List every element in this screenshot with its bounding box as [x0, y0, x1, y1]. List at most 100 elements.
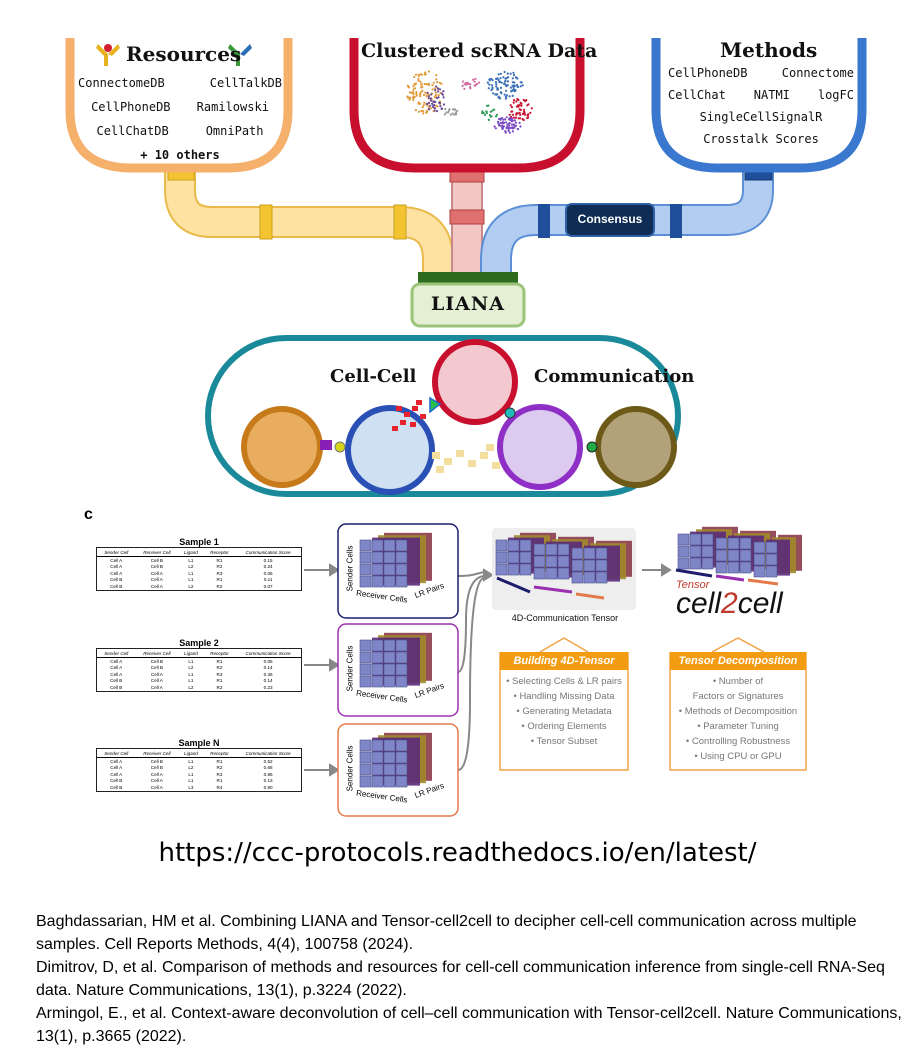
umap-point — [423, 73, 426, 76]
umap-point — [423, 82, 426, 86]
table-cell: R1 — [216, 778, 223, 784]
tensor-final-cubes — [677, 526, 802, 578]
table-cell: Cell B — [110, 678, 123, 684]
umap-point — [438, 81, 442, 84]
table-cell: Cell A — [110, 665, 123, 671]
table-cell: Cell A — [150, 678, 163, 684]
umap-point — [504, 118, 507, 121]
umap-point — [432, 81, 435, 84]
umap-point — [512, 86, 515, 89]
column-header: Receiver Cell — [135, 548, 179, 557]
umap-point — [411, 90, 415, 93]
umap-point — [420, 73, 424, 76]
table-cell: 0.14 — [263, 678, 273, 684]
umap-point — [519, 101, 522, 104]
umap-point — [515, 113, 518, 116]
table-cell: R2 — [216, 583, 223, 589]
umap-point — [502, 118, 505, 121]
sender-cells-label: Sender Cells — [345, 545, 355, 592]
method-item: CellChat — [668, 88, 726, 102]
building-item: • Selecting Cells & LR pairs — [506, 676, 622, 687]
umap-point — [502, 76, 505, 79]
umap-scatter — [406, 70, 533, 134]
umap-point — [455, 113, 458, 116]
table-cell: Cell B — [110, 684, 123, 690]
liana-box — [410, 282, 526, 328]
column-header: Ligand — [178, 649, 204, 658]
umap-point — [432, 100, 435, 103]
umap-point — [414, 73, 418, 76]
protocol-url[interactable]: https://ccc-protocols.readthedocs.io/en/… — [158, 838, 757, 868]
umap-point — [419, 95, 422, 98]
umap-point — [438, 88, 442, 91]
umap-point — [499, 86, 503, 89]
umap-point — [493, 108, 496, 111]
umap-point — [514, 89, 517, 92]
building-panel: Building 4D-Tensor • Selecting Cells & L… — [500, 652, 628, 749]
umap-point — [521, 84, 524, 87]
umap-point — [527, 103, 530, 106]
sender-cells-label: Sender Cells — [345, 745, 355, 792]
panel-letter: c — [84, 506, 93, 523]
tensor-cube — [753, 534, 802, 578]
umap-point — [488, 114, 492, 117]
building-panel-frame — [499, 637, 629, 771]
red-ligands — [392, 400, 426, 431]
umap-point — [513, 124, 516, 127]
umap-point — [419, 91, 422, 94]
table-cell: L3 — [188, 784, 194, 790]
umap-point — [517, 85, 520, 88]
table-cell: 0.24 — [263, 564, 273, 570]
umap-point — [428, 108, 431, 111]
building-item: • Tensor Subset — [530, 736, 598, 747]
table-cell: Cell A — [110, 564, 123, 570]
umap-point — [511, 94, 514, 97]
umap-point — [499, 124, 502, 127]
cell-orange — [241, 406, 323, 488]
umap-point — [429, 97, 432, 100]
umap-point — [412, 88, 415, 91]
methods-vessel — [651, 38, 867, 173]
umap-point — [438, 101, 441, 104]
tensor-axis-bars — [496, 568, 779, 600]
logo-part: cell — [676, 587, 722, 620]
umap-point — [486, 81, 489, 84]
umap-point — [436, 80, 439, 84]
umap-point — [442, 103, 446, 106]
umap-point — [427, 70, 431, 73]
umap-point — [433, 103, 436, 107]
umap-point — [443, 113, 446, 116]
umap-point — [503, 82, 506, 85]
umap-point — [497, 96, 500, 99]
umap-point — [511, 84, 514, 87]
umap-point — [514, 76, 518, 79]
references: Baghdassarian, HM et al. Combining LIANA… — [36, 910, 906, 1048]
table-cell: R1 — [216, 577, 223, 583]
umap-point — [526, 117, 529, 120]
umap-point — [426, 91, 429, 94]
cell-olive — [595, 406, 677, 488]
decomp-title: Tensor Decomposition — [678, 655, 798, 667]
umap-point — [435, 97, 439, 100]
method-item: NATMI — [753, 88, 790, 102]
cell-red — [432, 339, 518, 425]
table-cell: 0.06 — [263, 570, 273, 576]
methods-title: Methods — [720, 38, 818, 62]
table-cell: L1 — [188, 758, 194, 764]
column-header: Communication Score — [235, 749, 301, 758]
tensor4d-cubes — [495, 532, 632, 584]
umap-point — [513, 126, 516, 129]
umap-point — [530, 107, 533, 110]
umap-point — [437, 94, 440, 97]
umap-point — [508, 131, 511, 134]
umap-point — [518, 121, 521, 124]
umap-point — [412, 98, 415, 101]
umap-point — [427, 101, 430, 104]
